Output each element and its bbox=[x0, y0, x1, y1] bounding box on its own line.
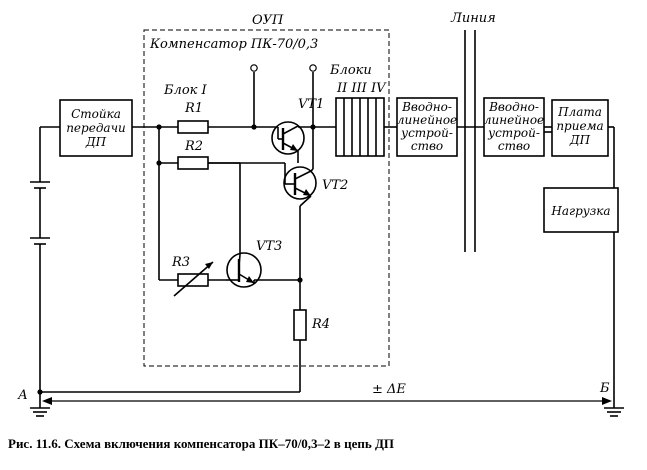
intro2-line-1: Вводно- bbox=[488, 100, 539, 114]
figure-caption: Рис. 11.6. Схема включения компенсатора … bbox=[8, 436, 395, 451]
blocks-roman-label: II III IV bbox=[336, 81, 387, 96]
board-line-1: Плата bbox=[557, 105, 602, 119]
vt3-label: VT3 bbox=[256, 239, 282, 254]
battery-circuit bbox=[30, 126, 60, 417]
vt1-base-terminal bbox=[250, 64, 258, 72]
delta-e-label: ± ΔE bbox=[372, 382, 406, 397]
r1-resistor bbox=[177, 120, 209, 134]
line-label: Линия bbox=[450, 11, 496, 26]
vt2-label: VT2 bbox=[322, 178, 348, 193]
intro1-line-2: линейное bbox=[397, 113, 457, 127]
output-terminal bbox=[309, 64, 317, 72]
receive-board-block bbox=[551, 99, 609, 157]
station-line-3: ДП bbox=[85, 135, 107, 149]
r2-resistor bbox=[177, 156, 209, 170]
compensator-label: Компенсатор ПК-70/0,3 bbox=[149, 37, 318, 52]
intro1-line-1: Вводно- bbox=[401, 100, 452, 114]
vt1-label: VT1 bbox=[298, 97, 324, 112]
vt3-transistor bbox=[226, 252, 300, 288]
r4-resistor bbox=[293, 309, 307, 341]
intro-device-1 bbox=[396, 97, 458, 157]
load-label: Нагрузка bbox=[550, 204, 610, 218]
r2-label: R2 bbox=[184, 139, 203, 154]
intro2-line-3: устрой- bbox=[487, 126, 540, 140]
intro1-line-3: устрой- bbox=[400, 126, 453, 140]
oup-label: ОУП bbox=[252, 13, 284, 28]
r3-variable-arrow bbox=[205, 262, 213, 269]
node-a-label: А bbox=[17, 388, 28, 403]
station-line-1: Стойка bbox=[71, 107, 121, 121]
intro2-line-2: линейное bbox=[484, 113, 544, 127]
station-block bbox=[59, 99, 133, 157]
block1-label: Блок I bbox=[163, 83, 208, 98]
blocks-ii-iii-iv bbox=[335, 97, 385, 157]
board-line-3: ДП bbox=[569, 133, 591, 147]
r3-label: R3 bbox=[171, 255, 190, 270]
vt1-transistor bbox=[271, 121, 336, 163]
compensator-boundary bbox=[143, 29, 390, 367]
station-line-2: передачи bbox=[66, 121, 126, 135]
intro2-line-4: ство bbox=[498, 139, 530, 153]
board-line-2: приема bbox=[556, 119, 603, 133]
node-b-label: Б bbox=[599, 381, 610, 396]
load-block bbox=[543, 187, 619, 233]
blocks-label: Блоки bbox=[329, 63, 372, 78]
intro1-line-4: ство bbox=[411, 139, 443, 153]
vt2-transistor bbox=[283, 127, 317, 280]
r4-label: R4 bbox=[311, 317, 330, 332]
r1-label: R1 bbox=[184, 101, 203, 116]
